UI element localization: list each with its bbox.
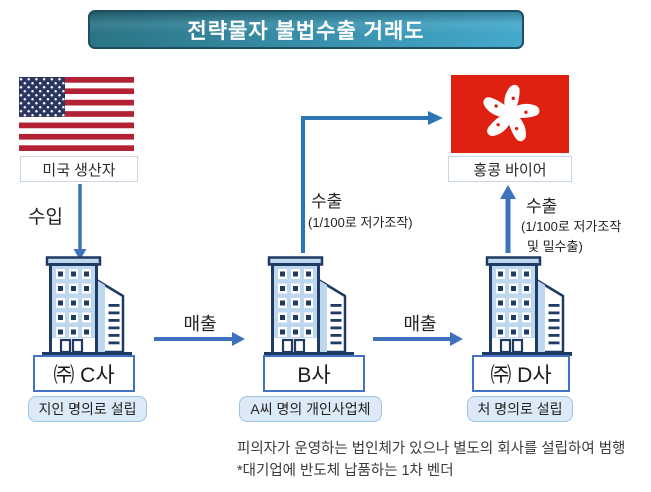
us-producer-text: 미국 생산자 bbox=[42, 161, 116, 179]
export-d-note: (1/100로 저가조작 및 밀수출) bbox=[521, 217, 621, 257]
company-b-note-box: A씨 명의 개인사업체 bbox=[239, 396, 382, 422]
footnote: 피의자가 운영하는 법인체가 있으나 별도의 회사를 설립하여 범행 *대기업에… bbox=[237, 438, 625, 482]
building-icon-company-d bbox=[482, 256, 572, 356]
company-d-note-box: 처 명의로 설립 bbox=[467, 396, 573, 422]
company-d-note: 처 명의로 설립 bbox=[477, 401, 563, 417]
company-b-name: B사 bbox=[297, 363, 331, 387]
company-c-name: ㈜ C사 bbox=[53, 363, 115, 387]
export-b-label: 수출 bbox=[311, 192, 343, 211]
hk-flag-icon bbox=[451, 75, 569, 153]
sales-label-b-to-d: 매출 bbox=[403, 314, 437, 334]
company-d-name-box: ㈜ D사 bbox=[472, 355, 570, 392]
import-label: 수입 bbox=[28, 207, 63, 228]
footnote-line2: *대기업에 반도체 납품하는 1차 벤더 bbox=[237, 463, 454, 479]
company-c-name-box: ㈜ C사 bbox=[33, 355, 135, 392]
export-d-note-line2: 및 밀수출) bbox=[527, 239, 583, 254]
export-arrow-b-to-hk bbox=[301, 111, 443, 253]
company-b-name-box: B사 bbox=[263, 355, 365, 392]
hk-buyer-label: 홍콩 바이어 bbox=[448, 156, 572, 182]
sales-label-c-to-b: 매출 bbox=[183, 314, 217, 334]
company-b-note: A씨 명의 개인사업체 bbox=[250, 401, 371, 417]
hk-buyer-text: 홍콩 바이어 bbox=[473, 161, 547, 179]
import-arrow bbox=[73, 184, 87, 260]
export-arrow-d-to-hk bbox=[500, 185, 516, 253]
company-c-note: 지인 명의로 설립 bbox=[38, 401, 137, 417]
export-b-note: (1/100로 저가조작) bbox=[308, 215, 413, 230]
company-c-note-box: 지인 명의로 설립 bbox=[28, 396, 147, 422]
export-d-note-line1: (1/100로 저가조작 bbox=[521, 219, 622, 234]
footnote-line1: 피의자가 운영하는 법인체가 있으나 별도의 회사를 설립하여 범행 bbox=[237, 441, 626, 457]
title-banner: 전략물자 불법수출 거래도 bbox=[88, 10, 524, 49]
us-producer-label: 미국 생산자 bbox=[20, 156, 138, 182]
page-title: 전략물자 불법수출 거래도 bbox=[187, 19, 425, 43]
company-d-name: ㈜ D사 bbox=[490, 363, 552, 387]
us-flag-icon bbox=[19, 77, 134, 151]
building-icon-company-c bbox=[42, 256, 132, 356]
building-icon-company-b bbox=[264, 256, 354, 356]
export-d-label: 수출 bbox=[526, 197, 558, 216]
